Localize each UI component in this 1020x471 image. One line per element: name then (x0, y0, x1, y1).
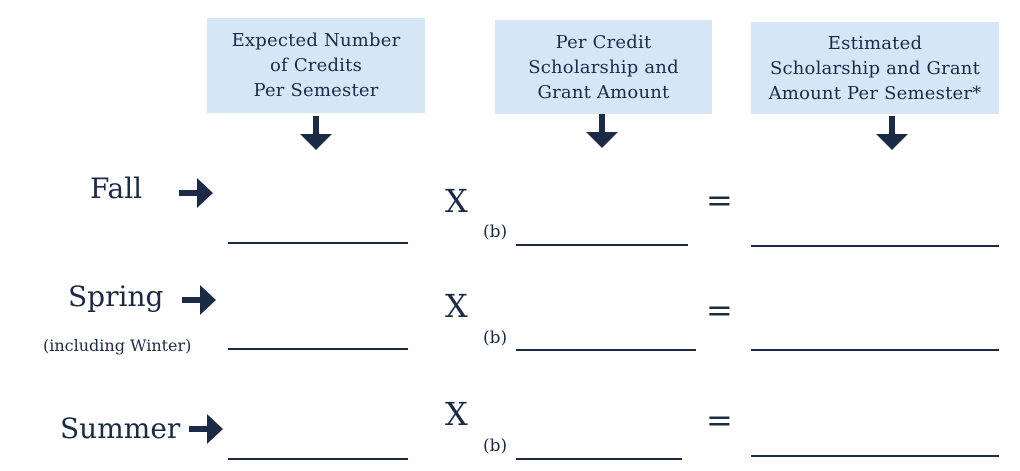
per-credit-blank-fall[interactable] (516, 244, 688, 246)
row-label-summer: Summer (60, 412, 181, 445)
estimated-blank-summer[interactable] (751, 455, 999, 457)
row-label-fall: Fall (90, 172, 143, 205)
estimated-blank-spring[interactable] (751, 349, 999, 351)
equals-sign: = (706, 401, 733, 439)
arrow-down-icon (876, 116, 908, 152)
arrow-right-icon (182, 285, 218, 315)
header-credits: Expected Number of Credits Per Semester (207, 18, 425, 113)
equals-sign: = (706, 291, 733, 329)
arrow-down-icon (586, 114, 618, 150)
per-credit-blank-summer[interactable] (516, 458, 682, 460)
credits-blank-summer[interactable] (228, 458, 408, 460)
b-label: (b) (483, 222, 508, 242)
b-label: (b) (483, 436, 508, 456)
multiply-sign: X (445, 395, 468, 433)
header-per-credit-amount: Per Credit Scholarship and Grant Amount (495, 20, 712, 114)
b-label: (b) (483, 328, 508, 348)
estimated-blank-fall[interactable] (751, 245, 999, 247)
multiply-sign: X (445, 287, 468, 325)
per-credit-blank-spring[interactable] (516, 349, 696, 351)
credits-blank-spring[interactable] (228, 348, 408, 350)
row-sublabel-spring: (including Winter) (43, 336, 192, 355)
row-label-spring: Spring (68, 280, 164, 313)
multiply-sign: X (445, 182, 468, 220)
arrow-right-icon (179, 178, 215, 208)
equals-sign: = (706, 181, 733, 219)
header-estimated-amount: Estimated Scholarship and Grant Amount P… (751, 22, 999, 114)
arrow-down-icon (300, 116, 332, 152)
arrow-right-icon (189, 414, 225, 444)
credits-blank-fall[interactable] (228, 242, 408, 244)
